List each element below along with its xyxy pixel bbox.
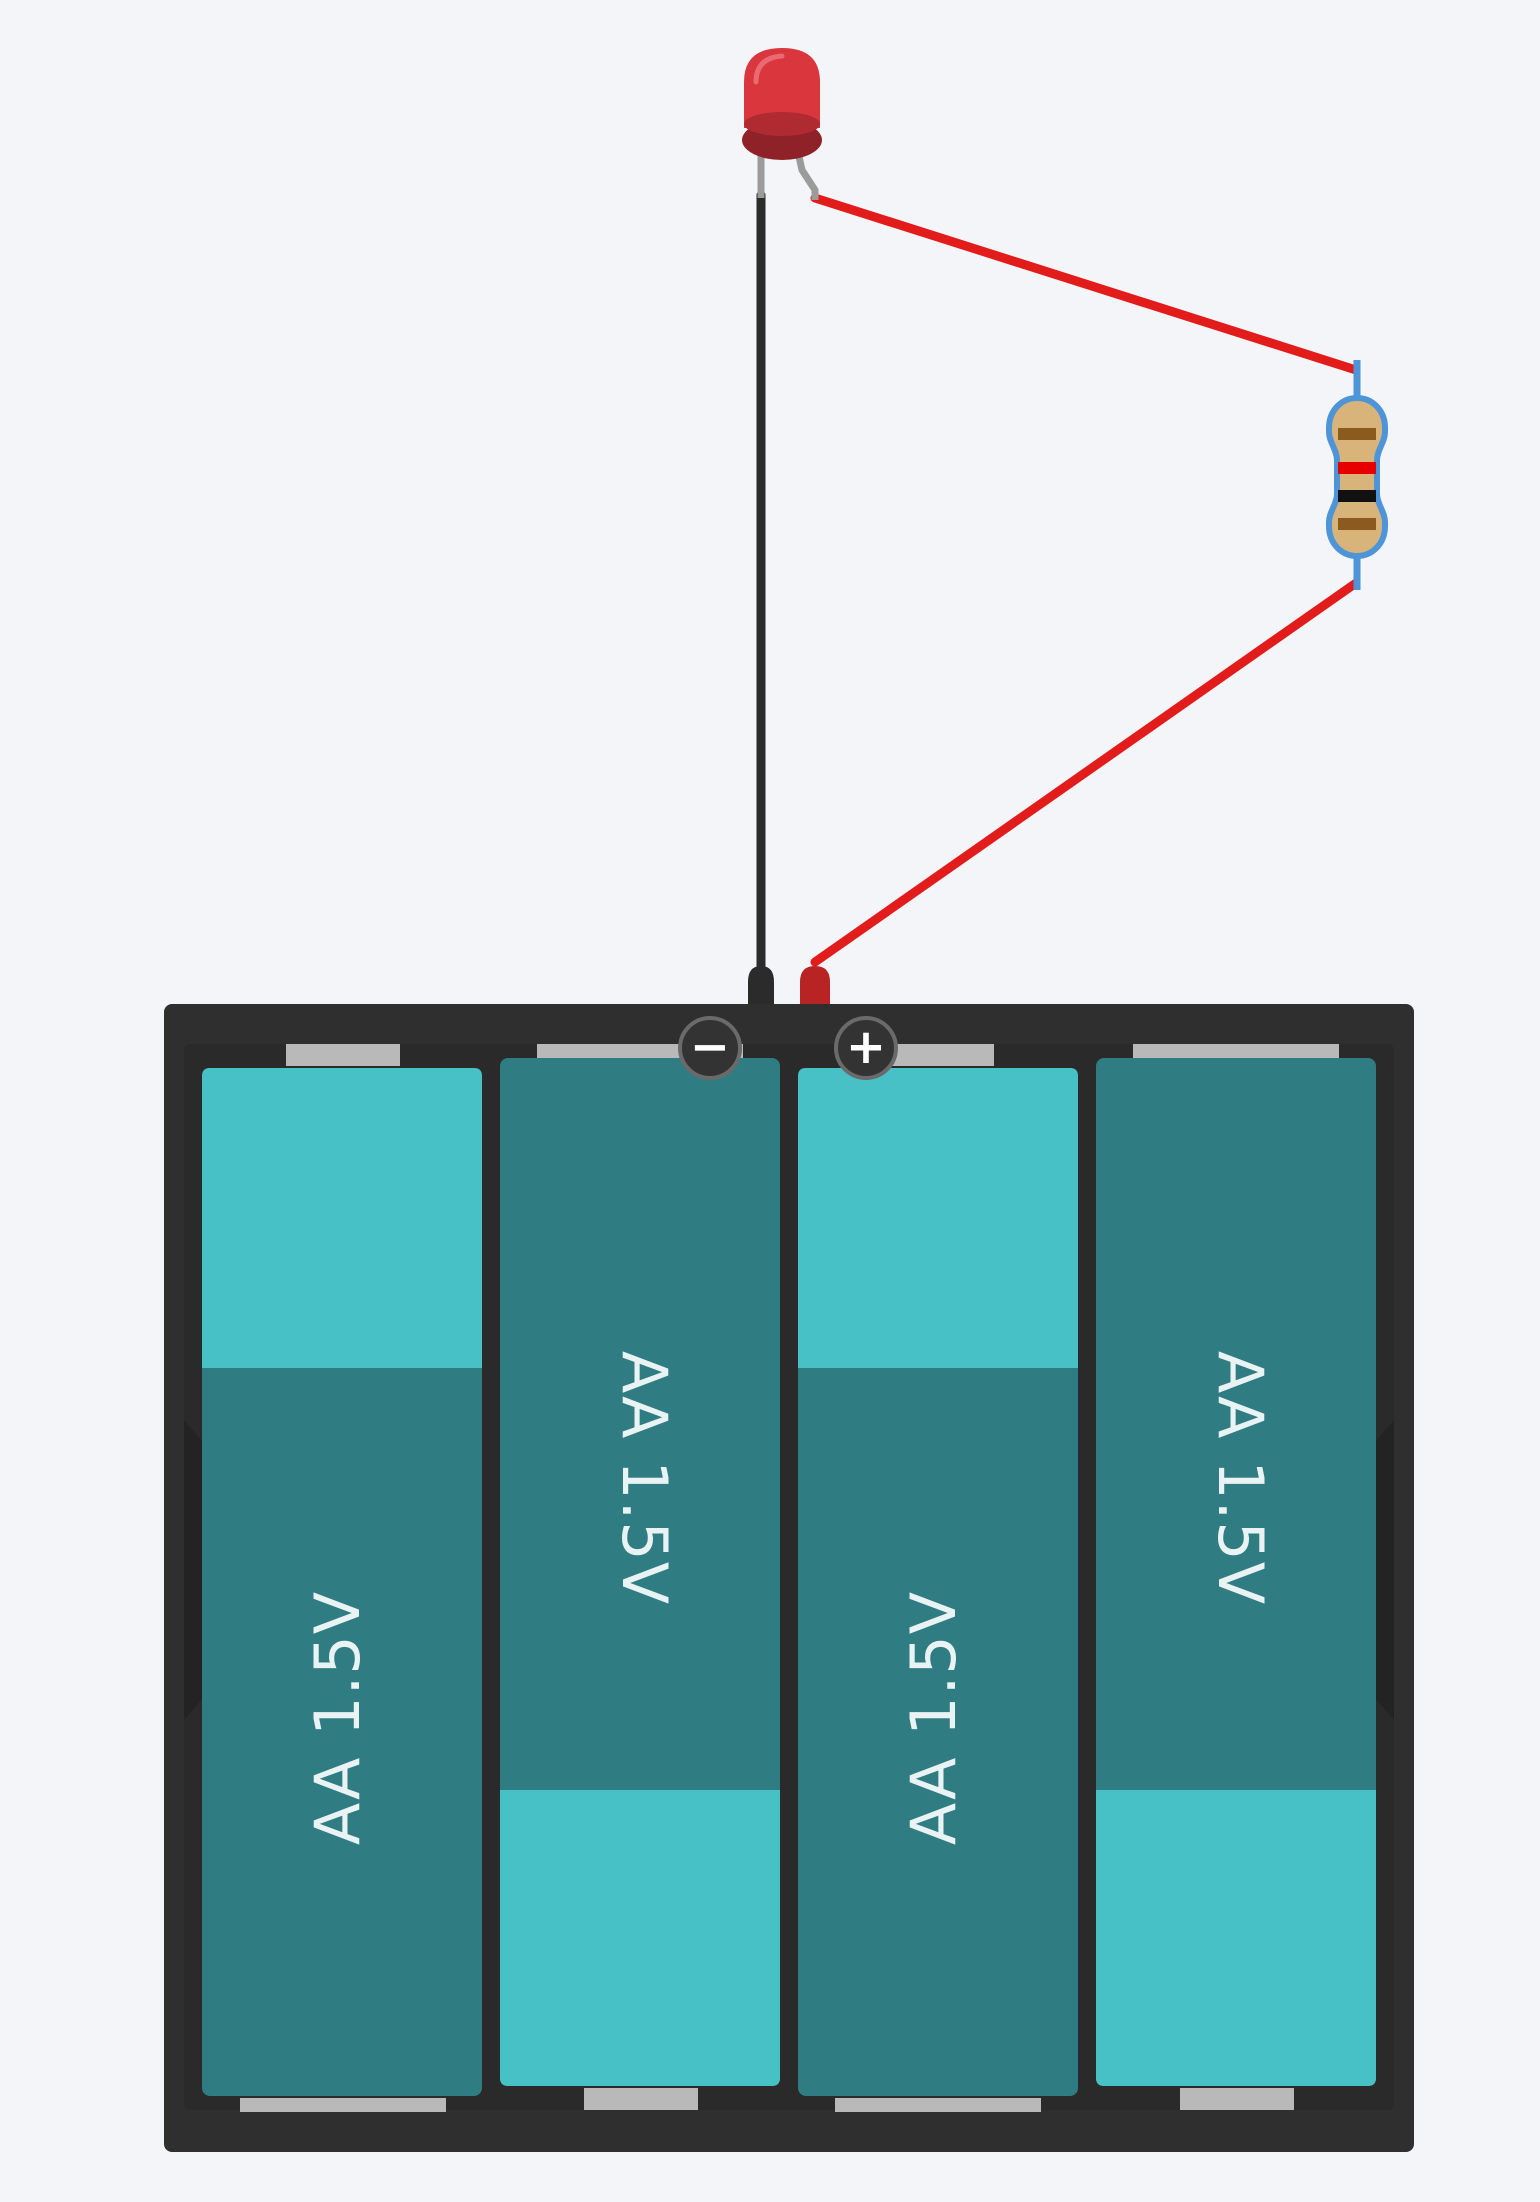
battery-1-cap: [202, 1068, 482, 1368]
positive-terminal[interactable]: +: [834, 1016, 898, 1080]
negative-terminal-circle: [678, 1016, 742, 1080]
battery-pack[interactable]: AA 1.5V AA 1.5V AA 1.5V AA 1.5V − +: [164, 966, 1414, 2152]
resistor[interactable]: [1326, 360, 1388, 590]
led-dome: [744, 48, 820, 128]
battery-2-cap: [500, 1790, 780, 2086]
positive-terminal-plug: [800, 966, 830, 1004]
resistor-band-3: [1338, 490, 1376, 502]
contact-bottom-2: [584, 2088, 698, 2110]
resistor-band-4: [1338, 518, 1376, 530]
battery-2-label: AA 1.5V: [608, 1351, 681, 1605]
positive-terminal-circle: [834, 1016, 898, 1080]
battery-3-cap: [798, 1068, 1078, 1368]
positive-terminal-sign: +: [846, 1019, 886, 1075]
resistor-band-1: [1338, 428, 1376, 440]
battery-holder-inner: [184, 1044, 1394, 2110]
wires: [756, 190, 1361, 975]
led-anode-leg: [794, 151, 819, 200]
contact-top-4: [1133, 1044, 1339, 1058]
negative-terminal[interactable]: −: [678, 1016, 742, 1080]
contact-top-1: [286, 1044, 400, 1066]
battery-cell-1[interactable]: AA 1.5V: [202, 1068, 482, 2096]
resistor-bands: [1338, 428, 1376, 530]
led-dome-ring: [744, 112, 820, 136]
battery-1-label: AA 1.5V: [301, 1591, 374, 1845]
battery-cell-3[interactable]: AA 1.5V: [798, 1068, 1078, 2096]
led[interactable]: [742, 48, 822, 200]
contact-bottom-1: [240, 2098, 446, 2112]
battery-3-label: AA 1.5V: [897, 1591, 970, 1845]
resistor-body: [1326, 394, 1388, 560]
wire-led-anode-to-resistor[interactable]: [810, 193, 1361, 375]
wire-resistor-to-battery-positive[interactable]: [810, 578, 1361, 967]
negative-terminal-sign: −: [690, 1019, 730, 1075]
contact-bottom-3: [835, 2098, 1041, 2112]
contact-bottom-4: [1180, 2088, 1294, 2110]
led-highlight: [753, 53, 785, 85]
negative-terminal-plug: [748, 966, 774, 1004]
battery-4-cap: [1096, 1790, 1376, 2086]
resistor-band-2: [1338, 462, 1376, 474]
contact-top-3: [880, 1044, 994, 1066]
battery-4-label: AA 1.5V: [1204, 1351, 1277, 1605]
battery-cell-2[interactable]: AA 1.5V: [500, 1058, 780, 2086]
battery-cell-4[interactable]: AA 1.5V: [1096, 1058, 1376, 2086]
